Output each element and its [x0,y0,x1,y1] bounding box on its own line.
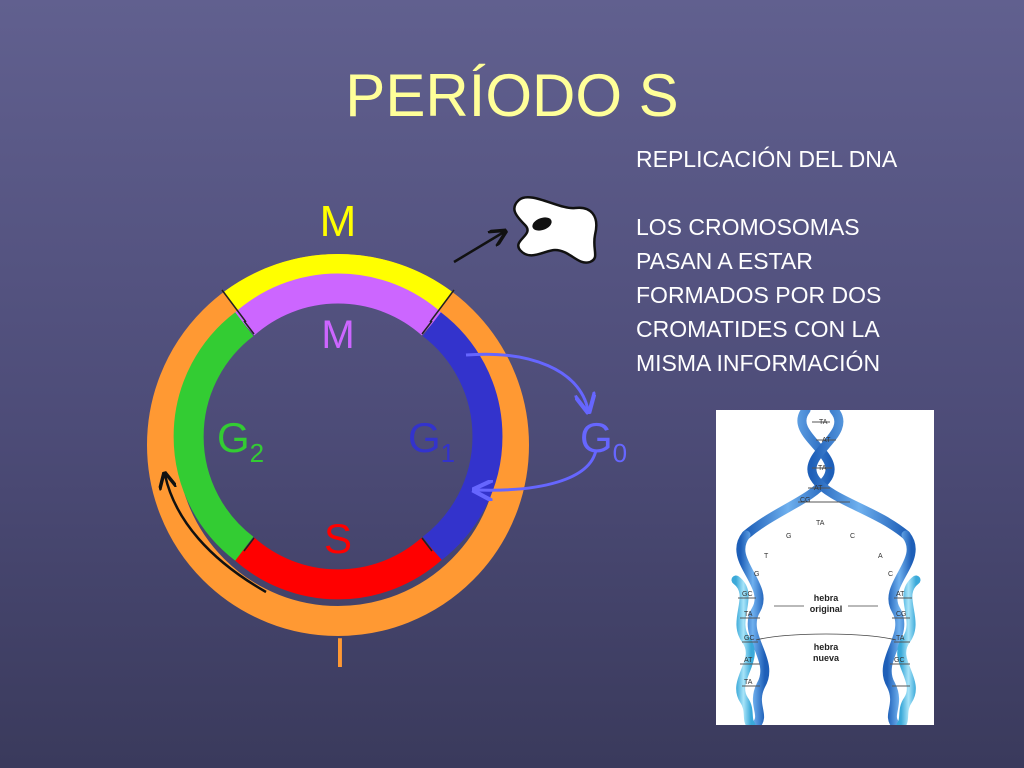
label-inner-m: M [321,313,354,357]
bp-8: C [850,533,855,540]
arrow-from-g0 [476,449,598,490]
bp-20: GC [894,657,905,664]
label-outer-m: M [320,197,357,246]
label-g0: G0 [580,414,627,468]
helix-right-new [896,575,921,725]
text-line-3: FORMADOS POR DOS [636,282,882,308]
bp-16: CG [896,611,907,618]
base-pair-letters: TA AT TA AT CG TA G C T A G C GC TA AT C… [742,419,907,686]
slide-title: PERÍODO S [345,62,679,129]
bp-9: T [764,553,769,560]
bp-3: TA [818,465,827,472]
label-hebra-original-1: hebra [814,593,840,603]
bp-18: TA [896,635,905,642]
bp-10: A [878,553,883,560]
bp-12: C [888,571,893,578]
ring-dividers [221,289,455,552]
bp-17: GC [744,635,755,642]
text-line-5: MISMA INFORMACIÓN [636,350,881,376]
bp-6: TA [816,520,825,527]
bp-1: TA [819,419,828,426]
text-line-2: PASAN A ESTAR [636,248,813,274]
bp-21: TA [744,679,753,686]
bp-11: G [754,571,759,578]
arrow-to-cell [453,232,504,264]
bp-7: G [786,533,791,540]
helix-left-new [731,575,756,725]
label-hebra-nueva-1: hebra [814,642,840,652]
label-i: I [334,629,346,676]
heading-replicacion: REPLICACIÓN DEL DNA [636,146,898,172]
inner-ring-g1 [422,312,503,561]
bp-4: AT [814,485,823,492]
helix-right-original [882,530,916,725]
text-line-1: LOS CROMOSOMAS [636,214,860,240]
dna-replication-image: TA AT TA AT CG TA G C T A G C GC TA AT C… [716,410,934,725]
arrow-to-g0 [465,352,588,410]
label-g2: G2 [217,414,264,468]
inner-ring-s [234,537,442,600]
bp-5: CG [800,497,811,504]
base-pair-rungs [738,421,912,687]
bp-2: AT [822,437,831,444]
label-hebra-nueva-2: nueva [813,653,840,663]
outer-ring-mitosis [224,254,452,316]
dividing-cell-icon [513,195,598,264]
text-line-4: CROMATIDES CON LA [636,316,880,342]
label-g1: G1 [408,414,455,468]
helix-left-original [736,530,770,725]
label-s: S [324,515,352,562]
helix-top-strand-b [807,410,911,540]
bp-15: AT [896,591,905,598]
label-hebra-original-2: original [810,604,843,614]
arrow-cycle-direction [165,475,267,594]
label-leader-lines [755,605,897,641]
bp-13: GC [742,591,753,598]
description-text: REPLICACIÓN DEL DNA LOS CROMOSOMAS PASAN… [636,142,996,380]
inner-ring-m [234,273,442,336]
bp-19: AT [744,657,753,664]
bp-14: TA [744,611,753,618]
helix-top-strand-a [741,410,835,540]
inner-ring-g2 [173,312,254,561]
